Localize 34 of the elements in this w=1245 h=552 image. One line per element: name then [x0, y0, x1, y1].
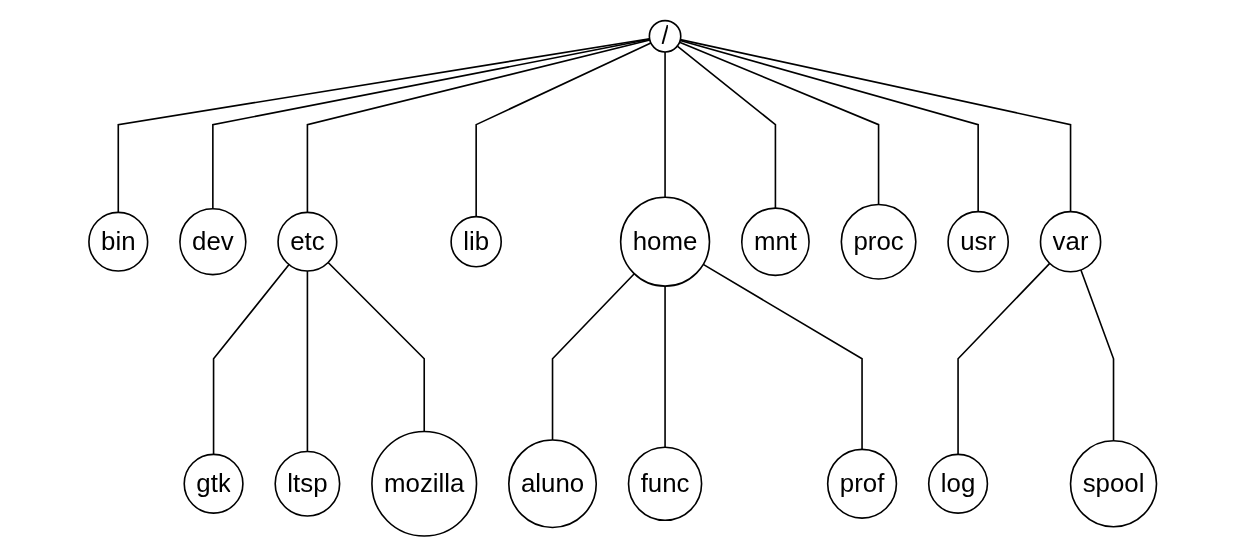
connector	[1079, 268, 1115, 442]
node-circle: proc	[840, 203, 917, 280]
node-circle: log	[927, 453, 988, 514]
node-circle: /	[648, 19, 682, 53]
connector	[702, 263, 863, 450]
node-circle: mozilla	[370, 430, 478, 537]
node-circle: lib	[450, 215, 502, 268]
node-circle: gtk	[183, 453, 244, 514]
connector	[678, 41, 880, 205]
connector	[664, 50, 666, 198]
node-circle: spool	[1069, 439, 1158, 528]
connector	[117, 37, 651, 213]
node-circle: aluno	[507, 438, 597, 528]
connector	[475, 41, 652, 217]
node-circle: dev	[178, 207, 247, 275]
connector	[676, 44, 776, 209]
connector	[212, 263, 290, 455]
node-circle: usr	[947, 210, 1009, 273]
connector	[664, 284, 666, 448]
connector	[679, 39, 979, 212]
node-circle: home	[619, 196, 711, 287]
connector	[306, 38, 651, 213]
node-circle: ltsp	[274, 450, 341, 517]
connector	[327, 261, 425, 432]
connector	[957, 262, 1051, 455]
node-circle: prof	[826, 448, 897, 519]
node-circle: bin	[87, 211, 149, 272]
connector	[306, 269, 308, 452]
node-circle: etc	[277, 211, 338, 272]
node-circle: mnt	[740, 206, 810, 276]
connector	[551, 272, 635, 441]
node-circle: var	[1039, 210, 1102, 273]
connector	[679, 38, 1072, 212]
node-circle: func	[627, 445, 703, 521]
